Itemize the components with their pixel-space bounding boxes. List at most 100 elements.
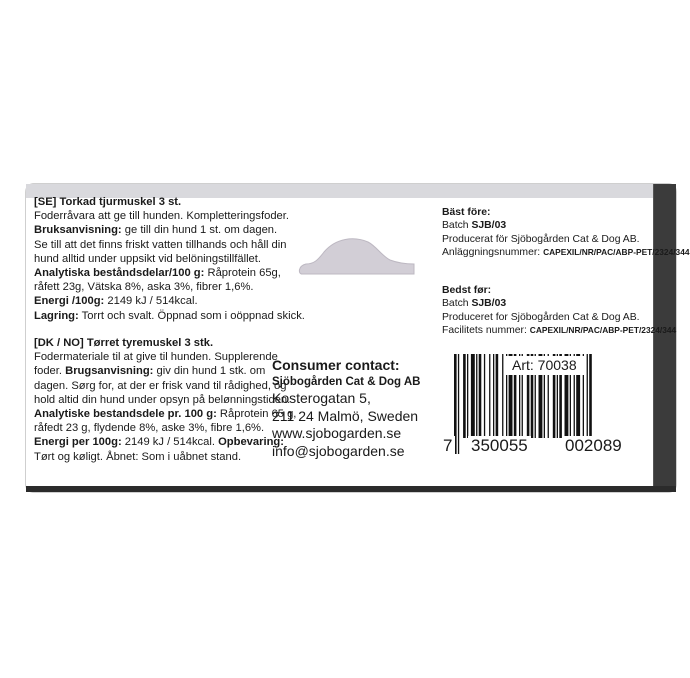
se-storage-label: Lagring: (34, 309, 79, 322)
contact-street: Kosterogatan 5, (272, 390, 371, 406)
barcode-bar (521, 354, 523, 454)
dk-line: dagen. Sørg for, at der er frisk vand ti… (34, 379, 287, 392)
barcode-bar (493, 354, 495, 438)
label-top-band (26, 184, 676, 198)
se-usage-label: Bruksanvisning: (34, 224, 122, 237)
se-line: hund alltid under uppsikt vid belöningst… (34, 252, 262, 265)
barcode-bar (495, 354, 499, 438)
barcode-bar (470, 354, 475, 438)
dk-line: Fodermateriale til at give til hunden. S… (34, 351, 278, 364)
contact-title: Consumer contact: (272, 357, 400, 373)
best-dk-batch: SJB/03 (471, 298, 507, 310)
se-storage-text: Torrt och svalt. Öppnad som i oöppnad sk… (78, 309, 305, 322)
barcode-bar (576, 354, 581, 438)
dk-usage-line: foder. Brugsanvisning: giv din hund 1 st… (34, 364, 296, 378)
barcode-bar (552, 354, 556, 438)
se-usage-line: Bruksanvisning: ge till din hund 1 st. o… (34, 223, 305, 237)
barcode-bar (569, 354, 571, 438)
ean-left-group: 350055 (468, 436, 531, 456)
barcode-bar (502, 354, 504, 438)
dk-analysis-label: Analytiske bestandsdele pr. 100 g: (34, 408, 217, 421)
contact-web: www.sjobogarden.se (272, 425, 402, 441)
dk-product-title: [DK / NO] Tørret tyremuskel 3 stk. (34, 337, 214, 349)
best-before-dk: Bedst før: Batch SJB/03 Produceret for S… (442, 284, 676, 338)
article-number: Art: 70038 (504, 356, 585, 375)
barcode-bar (564, 354, 569, 438)
best-se-producer: Producerat för Sjöbogården Cat & Dog AB. (442, 233, 640, 245)
dk-energy-text: 2149 kJ / 514kcal. (121, 436, 219, 449)
barcode-bar (589, 354, 592, 454)
dk-storage-label: Opbevaring: (218, 436, 284, 449)
ean-right-group: 002089 (562, 436, 625, 456)
barcode-bar (454, 354, 457, 454)
best-se-batch: SJB/03 (471, 220, 507, 232)
se-product-title: [SE] Torkad tjurmuskel 3 st. (34, 196, 182, 208)
best-dk-facility: CAPEXIL/NR/PAC/ABP-PET/2324/344 (529, 325, 677, 336)
dk-storage-text: Tørt og køligt. Åbnet: Som i uåbnet stan… (34, 450, 242, 463)
dk-analysis-text: Råprotein 65 g, (216, 408, 297, 421)
best-dk-batch-line: Batch SJB/03 (442, 297, 676, 310)
barcode-bar (506, 354, 508, 438)
best-dk-facility-line: Facilitets nummer: CAPEXIL/NR/PAC/ABP-PE… (442, 324, 676, 337)
consumer-contact-block: Consumer contact: Sjöbogården Cat & Dog … (272, 356, 420, 460)
barcode-bar (547, 354, 549, 438)
best-dk-batch-label: Batch (442, 298, 472, 310)
barcode-bar (559, 354, 562, 438)
label-right-edge (653, 184, 676, 492)
barcode-bar (519, 354, 521, 438)
ean-digits: 7 350055 002089 (440, 436, 660, 458)
barcode-bar (508, 354, 513, 438)
dk-line2-pre: foder. (34, 365, 66, 378)
barcode-bar (478, 354, 482, 438)
se-analysis-label: Analytiska beståndsdelar/100 g: (34, 267, 205, 280)
barcode-bar (534, 354, 536, 438)
barcode-bar (489, 354, 491, 438)
se-energy-label: Energi /100g: (34, 295, 105, 308)
product-label: [SE] Torkad tjurmuskel 3 st. Foderråvara… (26, 184, 690, 492)
dk-line: hold altid din hund under opsyn på beløn… (34, 393, 291, 406)
se-storage-line: Lagring: Torrt och svalt. Öppnad som i o… (34, 309, 305, 323)
dk-analysis-cont: råfedt 23 g, flydende 8%, aske 3%, fibre… (34, 422, 265, 435)
dk-usage-text: giv din hund 1 stk. om (153, 365, 266, 378)
dk-energy-label: Energi per 100g: (34, 436, 122, 449)
barcode-bar (573, 354, 575, 438)
hanger-tab-shape (298, 238, 415, 275)
best-se-facility: CAPEXIL/NR/PAC/ABP-PET/2324/344 (543, 247, 690, 258)
se-energy-text: 2149 kJ / 514kcal. (104, 295, 198, 308)
dk-energy-line: Energi per 100g: 2149 kJ / 514kcal. Opbe… (34, 435, 296, 449)
se-analysis-line: Analytiska beståndsdelar/100 g: Råprotei… (34, 266, 305, 280)
barcode-bar (582, 354, 584, 438)
se-usage-text: ge till din hund 1 st. om dagen. (121, 224, 278, 237)
se-analysis-text: Råprotein 65g, (204, 267, 281, 280)
barcode-bar (530, 354, 534, 438)
best-se-facility-label: Anläggningsnummer: (442, 247, 544, 259)
best-before-se: Bäst före: Batch SJB/03 Producerat för S… (442, 206, 690, 260)
danish-text-block: [DK / NO] Tørret tyremuskel 3 stk. Foder… (34, 336, 296, 464)
best-se-batch-line: Batch SJB/03 (442, 219, 690, 232)
barcode-bar (538, 354, 543, 438)
label-bottom-edge (26, 486, 676, 492)
best-dk-facility-label: Facilitets nummer: (442, 325, 530, 337)
dk-analysis-line: Analytiske bestandsdele pr. 100 g: Råpro… (34, 407, 296, 421)
barcode-bars (454, 354, 592, 454)
swedish-text-block: [SE] Torkad tjurmuskel 3 st. Foderråvara… (34, 195, 305, 323)
ean-lead-digit: 7 (440, 436, 456, 456)
barcode-bar (586, 354, 588, 438)
barcode-bar (526, 354, 530, 438)
best-se-heading: Bäst före: (442, 207, 491, 218)
contact-company: Sjöbogården Cat & Dog AB (272, 376, 421, 388)
se-energy-line: Energi /100g: 2149 kJ / 514kcal. (34, 294, 305, 308)
barcode-bar (467, 354, 469, 438)
se-line: Foderråvara att ge till hunden. Komplett… (34, 210, 289, 223)
barcode-bar (457, 354, 460, 454)
best-dk-heading: Bedst før: (442, 285, 492, 296)
contact-city: 211 24 Malmö, Sweden (272, 407, 419, 424)
best-dk-producer: Produceret for Sjöbogården Cat & Dog AB. (442, 311, 640, 323)
barcode-bar (513, 354, 517, 438)
se-analysis-cont: råfett 23g, Vätska 8%, aska 3%, fibrer 1… (34, 281, 254, 294)
barcode-bar (483, 354, 486, 438)
se-line: Se till att det finns friskt vatten till… (34, 238, 287, 251)
barcode-bar (476, 354, 478, 438)
barcode-bar (543, 354, 545, 438)
barcode-bar (463, 354, 466, 438)
